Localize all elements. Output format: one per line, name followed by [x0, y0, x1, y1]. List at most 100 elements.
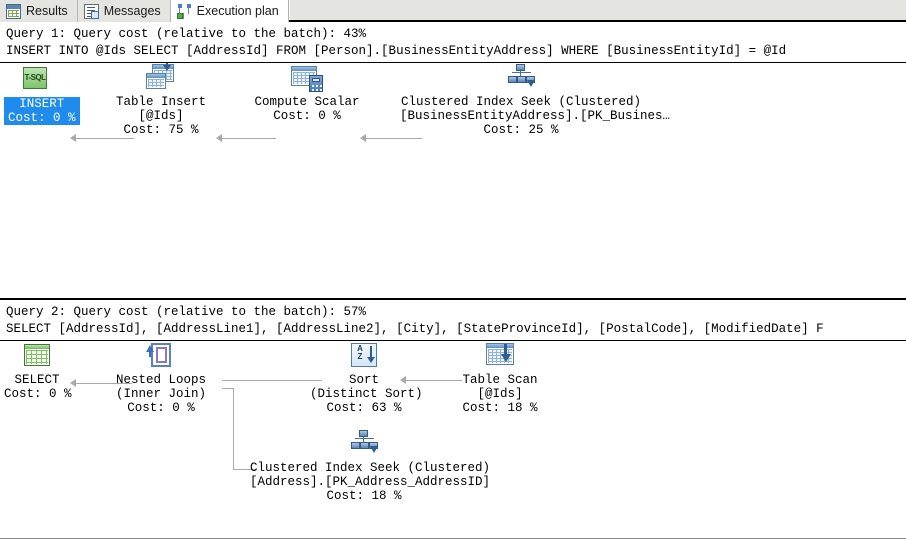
seek-icon-box-left: [508, 76, 517, 83]
clustered-index-seek-cost: Cost: 25 %: [483, 123, 559, 137]
table-scan-title: Table Scan: [462, 373, 538, 387]
clustered-index-seek-address-labels: Clustered Index Seek (Clustered) [Addres…: [250, 461, 491, 503]
query-1-plan-pane[interactable]: Query 1: Query cost (relative to the bat…: [0, 22, 906, 298]
nested-loops-icon: [144, 341, 178, 371]
seek-icon-box-left: [351, 442, 360, 449]
tab-execution-plan[interactable]: Execution plan: [170, 0, 289, 22]
sort-icon-arrow: [367, 357, 375, 363]
table-insert-labels: Table Insert [@Ids] Cost: 75 %: [106, 95, 216, 137]
table-scan-icon-arrow-stem: [504, 344, 507, 355]
seek-icon-box-mid: [360, 442, 369, 449]
clustered-index-seek-address-title: Clustered Index Seek (Clustered): [250, 461, 491, 475]
query-2-plan-canvas[interactable]: SELECT Cost: 0 % Nested Loops (Inner Joi…: [0, 341, 906, 539]
clustered-index-seek-labels: Clustered Index Seek (Clustered) [Busine…: [400, 95, 671, 137]
messages-document-icon: [83, 3, 99, 19]
connector-seek-branch-horizontal: [233, 469, 257, 470]
seek-icon-link: [355, 438, 374, 439]
table-scan-cost: Cost: 18 %: [462, 401, 538, 415]
nested-loops-labels: Nested Loops (Inner Join) Cost: 0 %: [106, 373, 216, 415]
sort-cost: Cost: 63 %: [326, 401, 402, 415]
insert-statement-node[interactable]: T-SQL INSERT Cost: 0 %: [4, 65, 80, 125]
clustered-index-seek-object: [BusinessEntityAddress].[PK_Busines…: [400, 109, 671, 123]
tabstrip-filler: [288, 0, 906, 20]
query-1-plan-canvas[interactable]: T-SQL INSERT Cost: 0 % Table Insert [@Id: [0, 63, 906, 295]
sort-icon-box: [351, 343, 377, 367]
compute-scalar-labels: Compute Scalar Cost: 0 %: [246, 95, 368, 123]
table-scan-object: [@Ids]: [477, 387, 523, 401]
connector-arrow-to-sort: [400, 376, 406, 384]
select-statement-node[interactable]: SELECT Cost: 0 %: [4, 341, 72, 401]
query-2-cost-header: Query 2: Query cost (relative to the bat…: [6, 305, 367, 319]
seek-icon-stem: [520, 71, 521, 76]
tab-results-label: Results: [26, 4, 68, 18]
select-result-icon-grid: [24, 344, 50, 366]
seek-icon-link: [512, 72, 531, 73]
query-2-sql-text: SELECT [AddressId], [AddressLine1], [Add…: [6, 322, 824, 336]
compute-scalar-node[interactable]: Compute Scalar Cost: 0 %: [246, 63, 368, 123]
query-2-separator: [0, 340, 906, 341]
table-scan-icon-arrow: [501, 354, 511, 362]
nested-loops-subtitle: (Inner Join): [115, 387, 206, 401]
clustered-index-seek-address-node[interactable]: Clustered Index Seek (Clustered) [Addres…: [250, 429, 491, 503]
connector-nested-loops-to-select: [76, 383, 132, 384]
table-insert-cost: Cost: 75 %: [123, 123, 199, 137]
connector-arrow-to-select: [70, 379, 76, 387]
table-insert-title: Table Insert: [115, 95, 206, 109]
connector-seek-to-compute-scalar: [366, 138, 422, 139]
query-1-sql-text: INSERT INTO @Ids SELECT [AddressId] FROM…: [6, 44, 787, 58]
tab-results[interactable]: Results: [0, 0, 78, 22]
compute-scalar-icon-calculator: [309, 75, 323, 92]
tab-messages-label: Messages: [103, 4, 161, 18]
seek-icon-box-top: [516, 64, 525, 71]
table-insert-icon-grid-front: [146, 73, 166, 89]
seek-icon-box-top: [359, 430, 368, 437]
nested-loops-icon-inner-frame: [156, 347, 167, 363]
query-1-cost-header: Query 1: Query cost (relative to the bat…: [6, 27, 367, 41]
compute-scalar-icon: [290, 63, 324, 93]
clustered-index-seek-icon: [504, 63, 538, 93]
table-scan-node[interactable]: Table Scan [@Ids] Cost: 18 %: [448, 341, 552, 415]
sort-subtitle: (Distinct Sort): [310, 387, 423, 401]
clustered-index-seek-address-cost: Cost: 18 %: [326, 489, 402, 503]
insert-statement-cost: Cost: 0 %: [8, 111, 76, 125]
table-insert-icon-arrow: [163, 65, 171, 71]
tab-messages[interactable]: Messages: [77, 0, 171, 22]
nested-loops-title: Nested Loops: [115, 373, 206, 387]
nested-loops-cost: Cost: 0 %: [127, 401, 195, 415]
seek-icon-box-mid: [517, 76, 526, 83]
seek-icon-arrow: [370, 446, 378, 453]
select-result-icon: [20, 341, 54, 371]
connector-seek-branch-vertical: [233, 388, 234, 470]
nested-loops-node[interactable]: Nested Loops (Inner Join) Cost: 0 %: [106, 341, 216, 415]
nested-loops-icon-arrow-stem: [149, 351, 151, 357]
t-sql-icon: T-SQL: [20, 65, 54, 95]
connector-seek-branch-into-nested-loops: [222, 388, 234, 389]
sort-title: Sort: [348, 373, 379, 387]
execution-plan-icon: [176, 3, 192, 19]
clustered-index-seek-title: Clustered Index Seek (Clustered): [400, 95, 642, 109]
connector-arrow-to-compute-scalar: [360, 134, 366, 142]
insert-statement-labels: INSERT Cost: 0 %: [4, 97, 80, 125]
table-insert-node[interactable]: Table Insert [@Ids] Cost: 75 %: [106, 63, 216, 137]
clustered-index-seek-node[interactable]: Clustered Index Seek (Clustered) [Busine…: [400, 63, 671, 137]
clustered-index-seek-address-object: [Address].[PK_Address_AddressID]: [250, 475, 491, 489]
connector-sort-to-nested-loops: [222, 380, 322, 381]
select-statement-labels: SELECT Cost: 0 %: [4, 373, 72, 401]
table-scan-labels: Table Scan [@Ids] Cost: 18 %: [448, 373, 552, 415]
table-insert-icon: [144, 63, 178, 93]
compute-scalar-cost: Cost: 0 %: [273, 109, 341, 123]
connector-arrow-to-insert: [70, 134, 76, 142]
execution-plan-icon-leaf: [176, 12, 183, 19]
connector-table-insert-to-insert: [76, 138, 134, 139]
sort-labels: Sort (Distinct Sort) Cost: 63 %: [310, 373, 423, 415]
connector-compute-scalar-to-table-insert: [222, 138, 276, 139]
insert-statement-title: INSERT: [19, 97, 65, 111]
results-tabstrip: Results Messages Execution plan: [0, 0, 906, 22]
nested-loops-icon-arrow: [146, 345, 154, 352]
query-2-plan-pane[interactable]: Query 2: Query cost (relative to the bat…: [0, 298, 906, 539]
tab-execution-plan-label: Execution plan: [196, 4, 279, 18]
